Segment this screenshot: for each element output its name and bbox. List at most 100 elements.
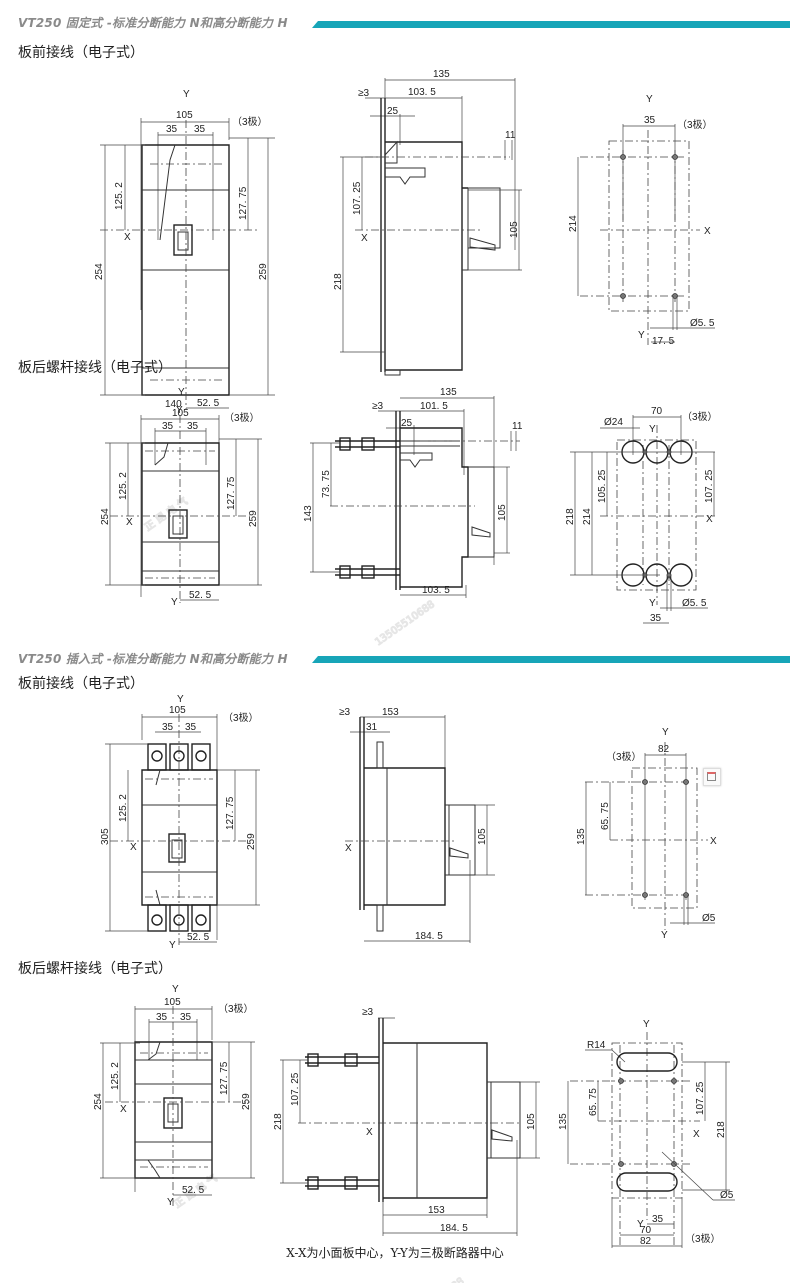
axis-x-label: X — [693, 1129, 700, 1140]
axis-y-bottom-label: Y — [171, 597, 178, 608]
dim-pitch-left: 35 — [166, 124, 178, 135]
dim-spacing-small: 35 — [652, 1214, 664, 1225]
dim-to-center-left: 125. 2 — [114, 182, 125, 210]
axis-y-label: Y — [178, 387, 185, 398]
dim-half-width: 52. 5 — [182, 1185, 205, 1196]
dim-width: 105 — [176, 110, 193, 121]
axis-y-label: Y — [643, 1019, 650, 1030]
mount-view-drawing: Y 35 （3极） 214 X Ø5. 5 17. 5 Y — [568, 94, 715, 347]
image-search-icon[interactable] — [703, 768, 721, 786]
axis-y-bottom-label: Y — [637, 1219, 644, 1230]
dim-stud-dia: Ø24 — [604, 417, 623, 428]
dim-height-right: 259 — [258, 263, 269, 280]
axis-y-bottom-label: Y — [661, 930, 668, 941]
axis-x-label: X — [120, 1104, 127, 1115]
axis-y-label: Y — [646, 94, 653, 105]
front-view-drawing: Y 105 （3极） 35 35 254 125. 2 X 127. 75 25… — [94, 89, 275, 416]
dim-pitch-left: 35 — [162, 421, 174, 432]
dim-hole-height: 135 — [558, 1113, 569, 1130]
axis-y-label: Y — [177, 694, 184, 705]
dim-hole-dia: Ø5 — [720, 1190, 734, 1201]
dim-half-width: 52. 5 — [187, 932, 210, 943]
rear-side-view-drawing: 135 ≥3 101. 5 25 11 143 73. 75 105 103. … — [303, 387, 523, 598]
axis-y-bottom-label: Y — [167, 1197, 174, 1208]
poles-label: （3极） — [224, 411, 260, 424]
axis-x-label: X — [704, 226, 711, 237]
dim-height-right: 259 — [248, 510, 259, 527]
poles-label: （3极） — [685, 1232, 721, 1245]
dim-to-center: 107. 25 — [290, 1072, 301, 1106]
axis-y-bottom-label: Y — [649, 598, 656, 609]
watermark-phone-2: 13505510688 — [403, 1276, 467, 1283]
dim-height-total: 254 — [100, 508, 111, 525]
dim-hole-dia: Ø5. 5 — [682, 598, 707, 609]
poles-label: （3极） — [232, 115, 268, 128]
upper-stud — [335, 437, 400, 451]
dim-terminal: 31 — [366, 722, 378, 733]
section-title-plugin: VT250 插入式 -标准分断能力 N和高分断能力 H — [18, 652, 288, 666]
subsection-title-front: 板前接线（电子式） — [18, 676, 144, 692]
dim-to-center: 73. 75 — [321, 470, 332, 498]
dim-height-outer: 218 — [716, 1121, 727, 1138]
plugin-side-view-drawing: ≥3 153 31 X 105 184. 5 — [339, 707, 495, 943]
plugin-rear-front-view-drawing: Y 105 （3极） 35 35 254 125. 2 X 127. 75 25… — [93, 984, 255, 1208]
dim-half-width: 52. 5 — [189, 590, 212, 601]
plugin-rear-mount-view-drawing: Y R14 135 65. 75 107. 25 X 218 Ø5 Y 35 7… — [558, 1019, 735, 1248]
axis-x-label: X — [345, 843, 352, 854]
axis-y-label: Y — [649, 424, 656, 435]
dim-pitch-left: 35 — [162, 722, 174, 733]
dim-bottom-depth: 103. 5 — [422, 585, 450, 596]
dim-overall-depth: 184. 5 — [440, 1223, 468, 1234]
dim-hole-height: 135 — [576, 828, 587, 845]
dim-to-center-left: 125. 2 — [118, 794, 129, 822]
dim-spacing-outer: 82 — [640, 1236, 652, 1247]
dim-width: 105 — [169, 705, 186, 716]
axis-y-bottom-label: Y — [638, 330, 645, 341]
dim-body-depth: 101. 5 — [420, 401, 448, 412]
dim-pitch-right: 35 — [180, 1012, 192, 1023]
dim-to-center-right: 127. 75 — [238, 186, 249, 220]
subsection-title-rear: 板后螺杆接线（电子式） — [18, 961, 172, 977]
dim-handle: 105 — [497, 504, 508, 521]
dim-half-width: 52. 5 — [197, 398, 220, 409]
axis-x-label: X — [130, 842, 137, 853]
section-bar — [312, 656, 790, 663]
poles-label: （3极） — [218, 1002, 254, 1015]
dim-width: 105 — [172, 408, 189, 419]
side-view-drawing: 135 ≥3 103. 5 25 11 X 218 107. 25 105 — [333, 69, 522, 376]
dim-spacing: 70 — [651, 406, 663, 417]
dim-min-gap: ≥3 — [362, 1007, 373, 1018]
dim-height-right: 259 — [241, 1093, 252, 1110]
dim-to-center-right: 107. 25 — [695, 1081, 706, 1115]
dim-min-gap: ≥3 — [339, 707, 350, 718]
dim-height-inner: 214 — [582, 508, 593, 525]
dim-overall: 140 — [165, 399, 182, 410]
poles-label: （3极） — [682, 410, 718, 423]
dim-offset: 17. 5 — [652, 336, 675, 347]
dim-height-outer: 218 — [565, 508, 576, 525]
axis-x-label: X — [366, 1127, 373, 1138]
dim-height-total: 254 — [93, 1093, 104, 1110]
dim-pitch-right: 35 — [187, 421, 199, 432]
dim-to-center: 107. 25 — [352, 181, 363, 215]
dim-bottom-spacing: 35 — [650, 613, 662, 624]
dim-to-center-right: 127. 75 — [226, 476, 237, 510]
plugin-rear-side-view-drawing: ≥3 X 218 107. 25 105 153 184. 5 — [273, 1007, 540, 1236]
dim-min-gap: ≥3 — [372, 401, 383, 412]
dim-to-center-left: 125. 2 — [118, 472, 129, 500]
dim-to-center: 65. 75 — [600, 802, 611, 830]
dim-spacing: 82 — [658, 744, 670, 755]
dim-slot-radius: R14 — [587, 1040, 606, 1051]
poles-label: （3极） — [606, 750, 642, 763]
dim-pitch-right: 35 — [185, 722, 197, 733]
lower-stud — [305, 1176, 379, 1190]
rear-front-view-drawing: Y 140 105 （3极） 35 35 254 125. 2 X 127. 7… — [100, 387, 262, 608]
dim-height: 218 — [333, 273, 344, 290]
axis-y-label: Y — [172, 984, 179, 995]
dim-overall-depth: 184. 5 — [415, 931, 443, 942]
section-title-fixed: VT250 固定式 -标准分断能力 N和高分断能力 H — [18, 16, 288, 30]
dim-hole-height: 214 — [568, 215, 579, 232]
dim-depth: 153 — [382, 707, 399, 718]
dim-offset: 11 — [512, 421, 523, 432]
axis-y-bottom-label: Y — [176, 405, 183, 416]
